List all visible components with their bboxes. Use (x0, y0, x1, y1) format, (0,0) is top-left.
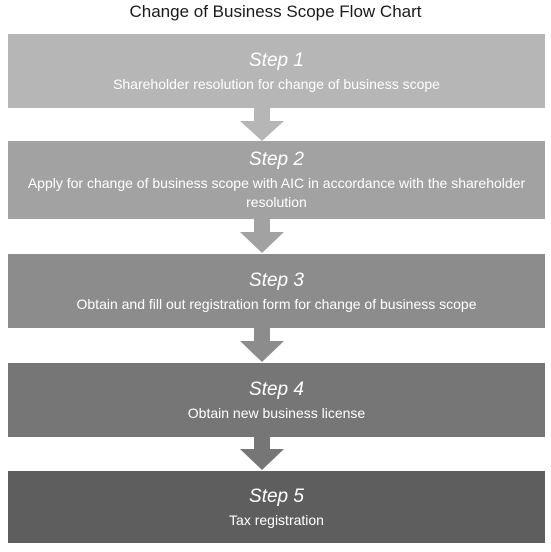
step-3-box: Step 3 Obtain and fill out registration … (8, 254, 545, 328)
step-5-description: Tax registration (229, 511, 324, 528)
step-2-heading: Step 2 (249, 149, 304, 170)
step-3-description: Obtain and fill out registration form fo… (76, 295, 477, 312)
step-5-box: Step 5 Tax registration (8, 471, 545, 543)
chart-title: Change of Business Scope Flow Chart (129, 2, 422, 21)
step-2-box: Step 2 Apply for change of business scop… (8, 141, 545, 219)
step-1-heading: Step 1 (249, 49, 304, 71)
step-3-heading: Step 3 (249, 269, 304, 291)
step-5-heading: Step 5 (249, 485, 304, 507)
step-2-description: Apply for change of business scope with … (27, 175, 526, 210)
step-1-box: Step 1 Shareholder resolution for change… (8, 34, 545, 108)
step-4-description: Obtain new business license (187, 404, 366, 421)
step-4-box: Step 4 Obtain new business license (8, 363, 545, 437)
step-4-heading: Step 4 (249, 378, 304, 400)
step-1-description: Shareholder resolution for change of bus… (113, 75, 440, 92)
